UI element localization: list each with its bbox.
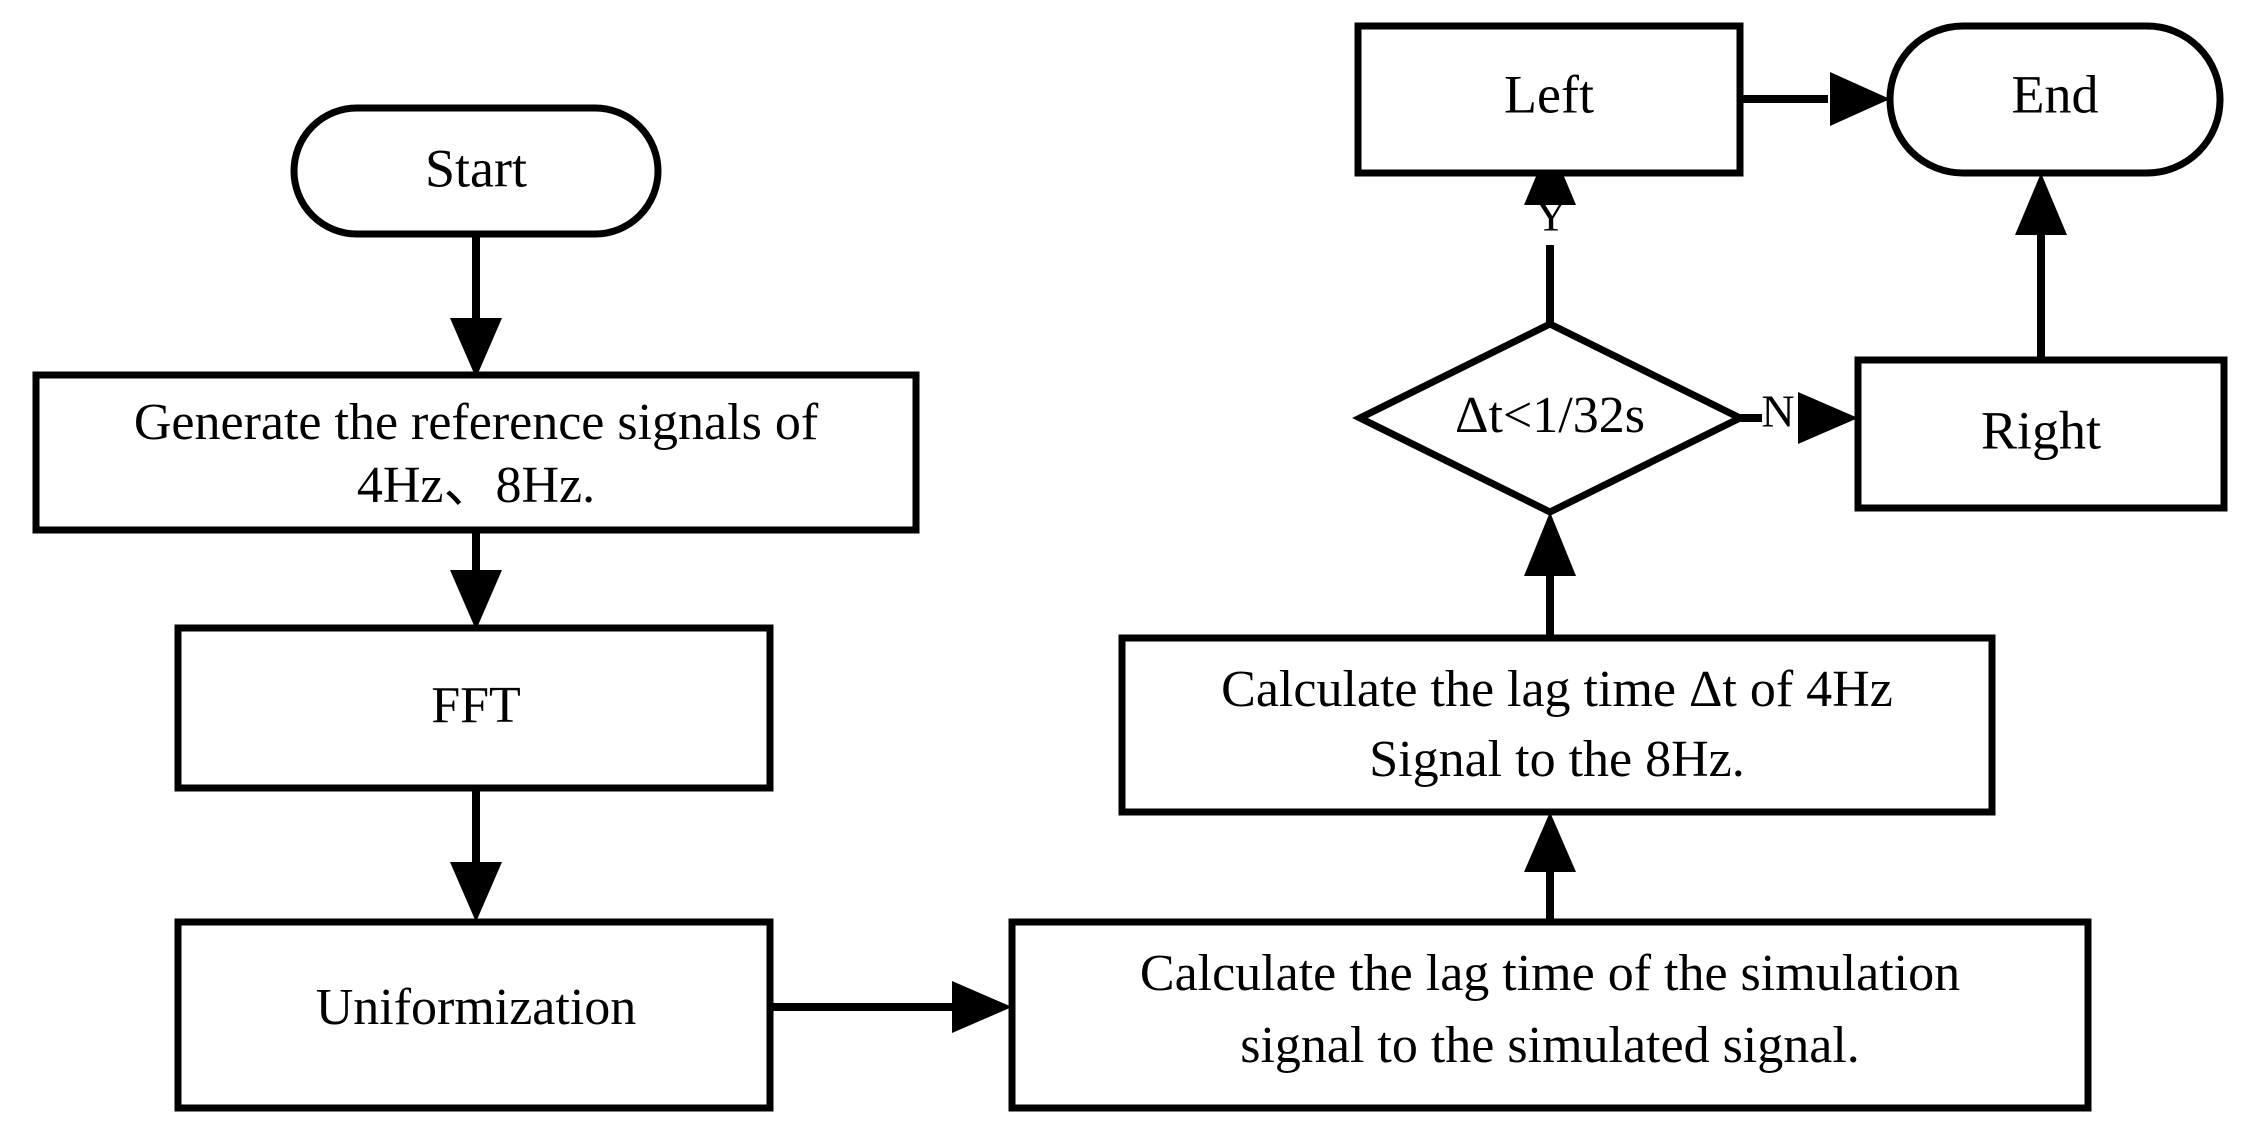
uniformization-label: Uniformization	[316, 979, 637, 1036]
edge-label-no: N	[1761, 386, 1794, 437]
right-label: Right	[1981, 400, 2101, 460]
left-label: Left	[1504, 64, 1594, 124]
arrow-head-down-icon	[450, 570, 502, 630]
end-shape	[1886, 22, 2224, 177]
node-generate-reference-signals[interactable]: Generate the reference signals of 4Hz、8H…	[32, 371, 920, 534]
edge-fft-to-uniformization	[450, 788, 502, 922]
decision-label: Δt<1/32s	[1455, 387, 1645, 444]
arrow-head-up-icon	[1524, 512, 1576, 576]
arrow-head-down-icon	[450, 318, 502, 378]
calc-sim-shape	[1008, 918, 2092, 1112]
arrow-head-down-icon	[450, 862, 502, 922]
edge-start-to-generate	[450, 234, 502, 378]
decision-shape	[1352, 320, 1748, 516]
edge-uniformization-to-calc-sim	[770, 981, 1012, 1033]
edge-calc-dt-to-decision	[1524, 512, 1576, 638]
uniformization-shape	[174, 918, 774, 1112]
start-label: Start	[425, 138, 527, 198]
node-right[interactable]: Right	[1854, 356, 2228, 512]
left-shape	[1354, 22, 1744, 177]
right-shape	[1854, 356, 2228, 512]
calc-dt-label-line2: Signal to the 8Hz.	[1369, 731, 1745, 788]
node-calculate-dt[interactable]: Calculate the lag time Δt of 4Hz Signal …	[1118, 634, 1996, 816]
arrow-head-right-icon	[1830, 72, 1890, 126]
node-left[interactable]: Left	[1354, 22, 1744, 177]
calc-dt-label-line1: Calculate the lag time Δt of 4Hz	[1221, 661, 1893, 718]
edge-generate-to-fft	[450, 530, 502, 630]
generate-label-line2: 4Hz、8Hz.	[357, 457, 595, 514]
generate-shape	[32, 371, 920, 534]
edge-label-yes: Y	[1534, 190, 1567, 241]
arrow-head-right-icon	[952, 981, 1012, 1033]
node-uniformization[interactable]: Uniformization	[174, 918, 774, 1112]
arrow-head-up-icon	[1524, 812, 1576, 872]
end-label: End	[2012, 64, 2099, 124]
arrow-head-up-icon	[2015, 173, 2067, 235]
node-calculate-simulation-lag[interactable]: Calculate the lag time of the simulation…	[1008, 918, 2092, 1112]
arrow-head-right-icon	[1798, 392, 1858, 444]
fft-label: FFT	[431, 677, 521, 734]
node-decision-delta-t[interactable]: Δt<1/32s	[1352, 320, 1748, 516]
node-start[interactable]: Start	[290, 104, 662, 238]
node-end[interactable]: End	[1886, 22, 2224, 177]
calc-dt-shape	[1118, 634, 1996, 816]
generate-label-line1: Generate the reference signals of	[134, 394, 819, 451]
edge-right-to-end	[2015, 173, 2067, 360]
calc-sim-label-line1: Calculate the lag time of the simulation	[1140, 945, 1960, 1002]
calc-sim-label-line2: signal to the simulated signal.	[1240, 1017, 1860, 1074]
node-fft[interactable]: FFT	[174, 624, 774, 792]
edge-left-to-end	[1740, 72, 1890, 126]
edge-decision-to-right: N	[1740, 386, 1858, 444]
edge-calc-sim-to-calc-dt	[1524, 812, 1576, 922]
